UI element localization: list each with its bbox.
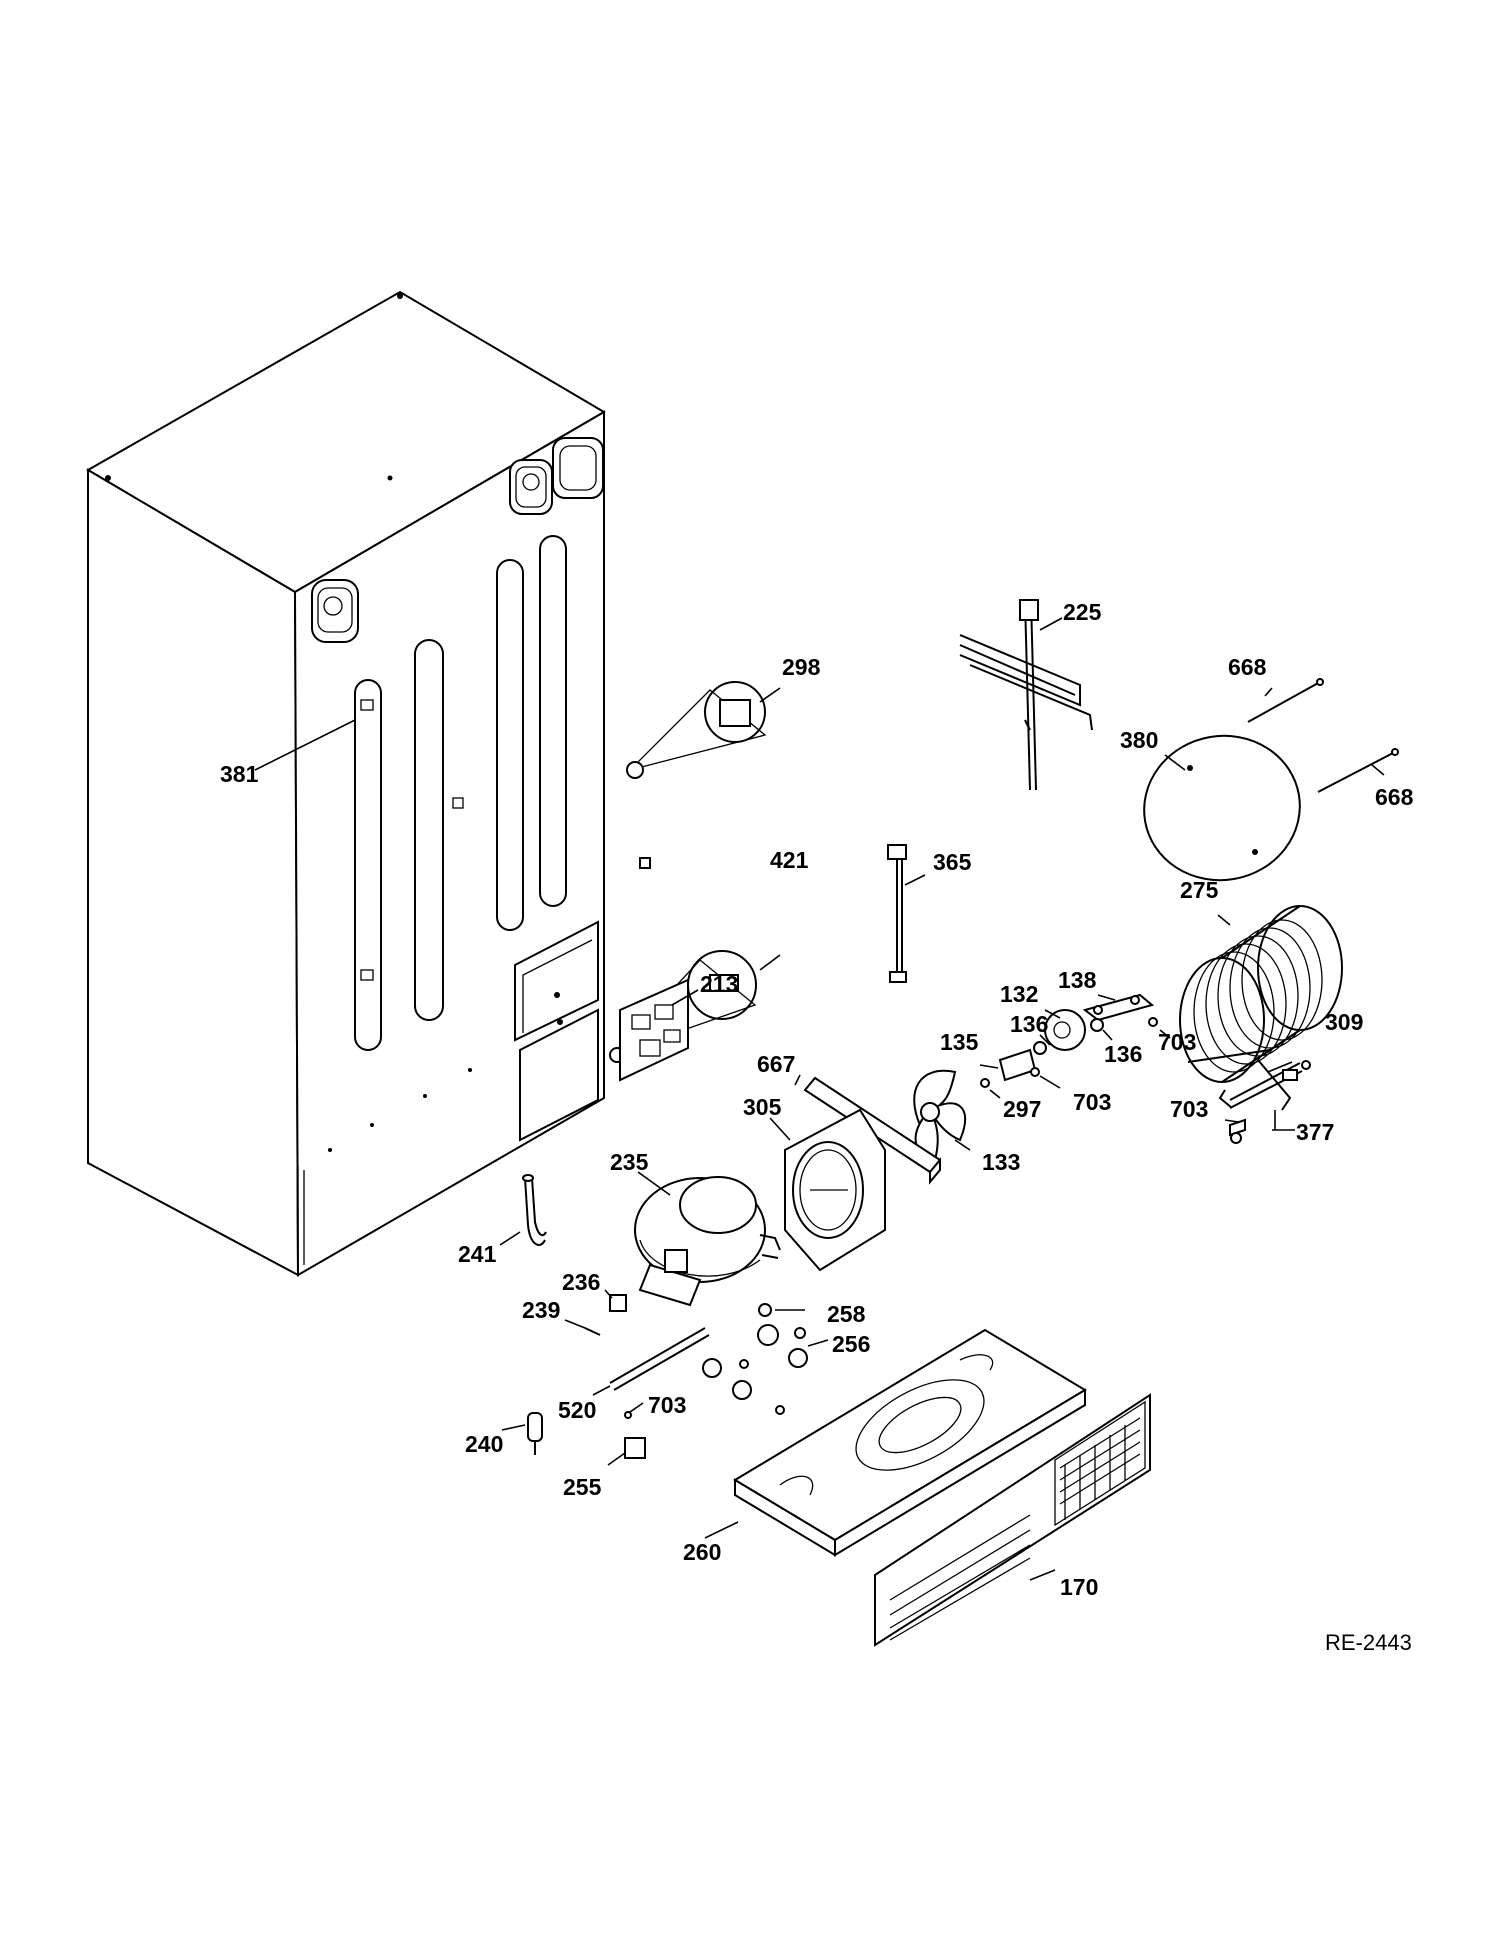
- small-hardware-parts: [527, 1294, 710, 1459]
- fan-motor-parts: [980, 993, 1158, 1088]
- fan-shroud-part: [784, 1108, 886, 1272]
- label-381: 381: [220, 761, 259, 787]
- drain-tube-parts: [1218, 1060, 1311, 1144]
- label-256: 256: [832, 1331, 870, 1357]
- compressor-part: [634, 1176, 781, 1307]
- label-703-c: 703: [1170, 1096, 1208, 1122]
- part-number-labels: 225 298 668 380 668 381 421 365 275 213 …: [220, 599, 1414, 1600]
- refrigerator-cabinet: [86, 290, 606, 1277]
- label-365: 365: [933, 849, 972, 875]
- label-235: 235: [610, 1149, 649, 1175]
- label-136-left: 136: [1010, 1011, 1048, 1037]
- label-258: 258: [827, 1301, 866, 1327]
- control-board-part: [619, 978, 689, 1082]
- label-241: 241: [458, 1241, 497, 1267]
- rear-grille-part: [874, 1393, 1151, 1647]
- label-309: 309: [1325, 1009, 1363, 1035]
- label-136-right: 136: [1104, 1041, 1142, 1067]
- label-132: 132: [1000, 981, 1038, 1007]
- round-cover-part: [1143, 734, 1301, 882]
- suction-tube-part: [522, 1174, 547, 1246]
- grommet-parts: [702, 1303, 808, 1415]
- label-275: 275: [1180, 877, 1219, 903]
- label-133: 133: [982, 1149, 1020, 1175]
- label-305: 305: [743, 1094, 782, 1120]
- label-380: 380: [1120, 727, 1158, 753]
- label-236: 236: [562, 1269, 600, 1295]
- label-297: 297: [1003, 1096, 1041, 1122]
- label-213: 213: [700, 971, 738, 997]
- label-668-upper: 668: [1228, 654, 1267, 680]
- rod-parts: [1247, 678, 1399, 793]
- label-255: 255: [563, 1474, 602, 1500]
- label-703-d: 703: [648, 1392, 686, 1418]
- label-377: 377: [1296, 1119, 1334, 1145]
- label-520: 520: [558, 1397, 596, 1423]
- label-138: 138: [1058, 967, 1097, 993]
- label-703-b: 703: [1073, 1089, 1111, 1115]
- label-239: 239: [522, 1297, 560, 1323]
- fan-blade-part: [913, 1069, 967, 1162]
- label-170: 170: [1060, 1574, 1098, 1600]
- label-703-a: 703: [1158, 1029, 1196, 1055]
- base-pan-part: [733, 1328, 1087, 1557]
- diagram-code: RE-2443: [1325, 1630, 1412, 1655]
- clip-magnifier-part: [626, 681, 767, 779]
- label-421: 421: [770, 847, 809, 873]
- label-667: 667: [757, 1051, 795, 1077]
- evaporator-tubing-part: [959, 599, 1093, 791]
- label-135: 135: [940, 1029, 979, 1055]
- condenser-coil-part: [1179, 905, 1343, 1111]
- label-240: 240: [465, 1431, 503, 1457]
- label-298: 298: [782, 654, 821, 680]
- foam-strip-part: [803, 1076, 942, 1185]
- label-225: 225: [1063, 599, 1102, 625]
- label-668-lower: 668: [1375, 784, 1414, 810]
- label-260: 260: [683, 1539, 721, 1565]
- wire-harness-part: [887, 844, 907, 983]
- leader-lines: [254, 617, 1385, 1581]
